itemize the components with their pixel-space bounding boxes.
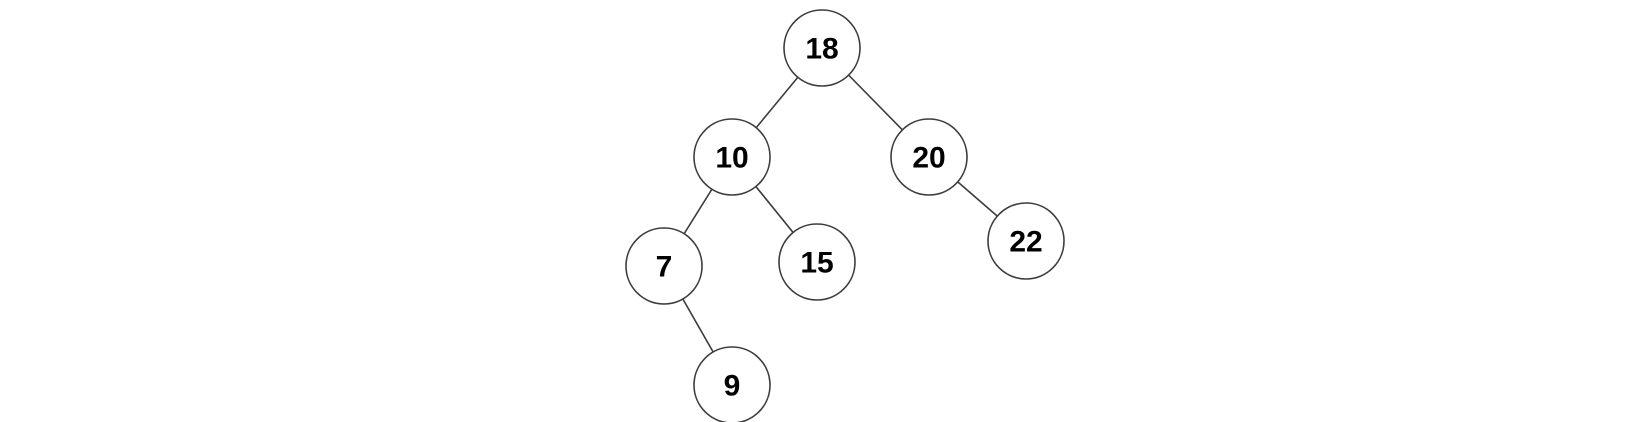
tree-node-label-15: 15 [800,247,833,280]
tree-node-circle-7 [625,227,703,305]
tree-node-circle-9 [693,346,771,422]
tree-node-circle-15 [778,223,856,301]
tree-node-label-10: 10 [715,142,748,175]
tree-node-circle-22 [987,202,1065,280]
tree-node-label-22: 22 [1009,226,1042,259]
tree-node-10: 10 [693,118,771,196]
tree-node-label-9: 9 [724,370,741,403]
tree-node-22: 22 [987,202,1065,280]
tree-node-7: 7 [625,227,703,305]
tree-node-18: 18 [783,9,861,87]
tree-node-20: 20 [890,118,968,196]
tree-node-circle-10 [693,118,771,196]
tree-node-15: 15 [778,223,856,301]
tree-node-label-7: 7 [656,251,673,284]
tree-node-label-18: 18 [805,33,838,66]
tree-node-circle-20 [890,118,968,196]
tree-node-circle-18 [783,9,861,87]
tree-node-9: 9 [693,346,771,422]
tree-node-label-20: 20 [912,142,945,175]
